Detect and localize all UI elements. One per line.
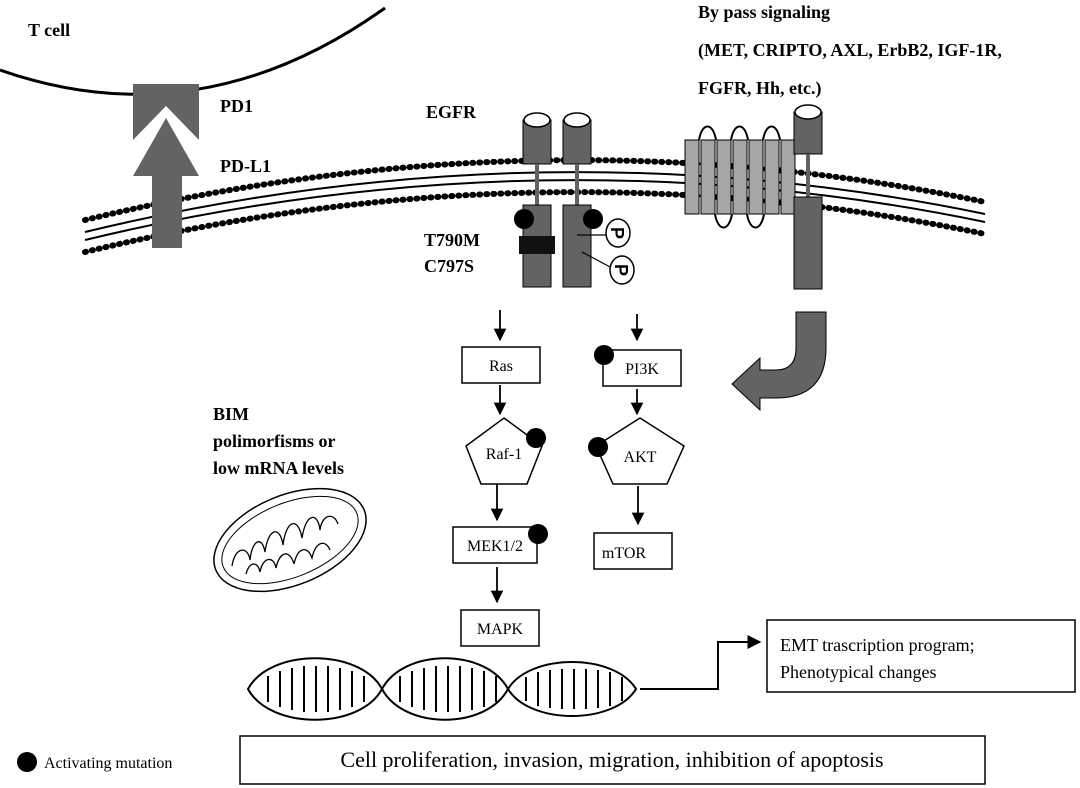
- bypass-receptor-7tm: [684, 125, 796, 229]
- mutation-label-c797s: C797S: [424, 256, 474, 276]
- mutation-label-t790m: T790M: [424, 230, 480, 250]
- pd1-receptor: [133, 84, 199, 140]
- legend: Activating mutation: [17, 752, 172, 772]
- emt-line2: Phenotypical changes: [780, 662, 936, 682]
- legend-dot: [17, 752, 37, 772]
- outcome-text: Cell proliferation, invasion, migration,…: [340, 747, 883, 772]
- mutation-dot-raf1: [526, 428, 546, 448]
- egfr-monomer-left: [514, 112, 555, 288]
- pdl1-ligand: [133, 118, 199, 248]
- bypass-title: By pass signaling: [698, 2, 830, 22]
- arrow-to-emt: [640, 635, 762, 690]
- node-ras-label: Ras: [489, 358, 513, 375]
- node-mapk: MAPK: [460, 609, 540, 647]
- phospho-label-2: P: [611, 264, 631, 276]
- bypass-curved-arrow: [731, 311, 827, 412]
- phosphorylation-marks: P P: [577, 218, 635, 285]
- node-ras: Ras: [461, 346, 541, 384]
- mutation-dot-akt: [588, 437, 608, 457]
- emt-line1: EMT trascription program;: [780, 635, 975, 655]
- egfr-label: EGFR: [426, 102, 477, 122]
- node-raf1-label: Raf-1: [486, 446, 522, 463]
- node-mek: MEK1/2: [452, 524, 548, 564]
- mutation-dot-mek: [528, 524, 548, 544]
- t-cell-label: T cell: [28, 20, 70, 40]
- bim-label-line1: BIM: [213, 404, 249, 424]
- phospho-circle-1: [605, 218, 631, 248]
- outcome-box: Cell proliferation, invasion, migration,…: [239, 735, 986, 785]
- egfr-monomer-right: [562, 112, 603, 288]
- mutation-dot-pi3k: [594, 345, 614, 365]
- node-mek-label: MEK1/2: [467, 538, 523, 555]
- phospho-label-1: P: [607, 227, 627, 239]
- bypass-receptor-single: [793, 104, 823, 290]
- bim-label-line3: low mRNA levels: [213, 458, 344, 478]
- node-pi3k: PI3K: [594, 345, 682, 387]
- emt-box: EMT trascription program; Phenotypical c…: [766, 619, 1076, 693]
- bim-label-line2: polimorfisms or: [213, 431, 335, 451]
- bypass-list-line2: FGFR, Hh, etc.): [698, 78, 821, 99]
- legend-label: Activating mutation: [44, 755, 172, 772]
- node-mtor-label: mTOR: [602, 545, 646, 562]
- node-akt: AKT: [588, 417, 685, 485]
- mitochondrion-icon: [213, 487, 367, 593]
- bypass-list-line1: (MET, CRIPTO, AXL, ErbB2, IGF-1R,: [698, 40, 1002, 61]
- phospho-circle-2: [609, 255, 635, 285]
- node-akt-label: AKT: [624, 449, 657, 466]
- pdl1-label: PD-L1: [220, 156, 271, 176]
- node-pi3k-label: PI3K: [625, 361, 659, 378]
- node-raf1: Raf-1: [465, 417, 546, 485]
- node-mapk-label: MAPK: [477, 621, 524, 638]
- dna-helix-icon: [246, 657, 638, 721]
- node-mtor: mTOR: [593, 532, 673, 570]
- pd1-label: PD1: [220, 96, 253, 116]
